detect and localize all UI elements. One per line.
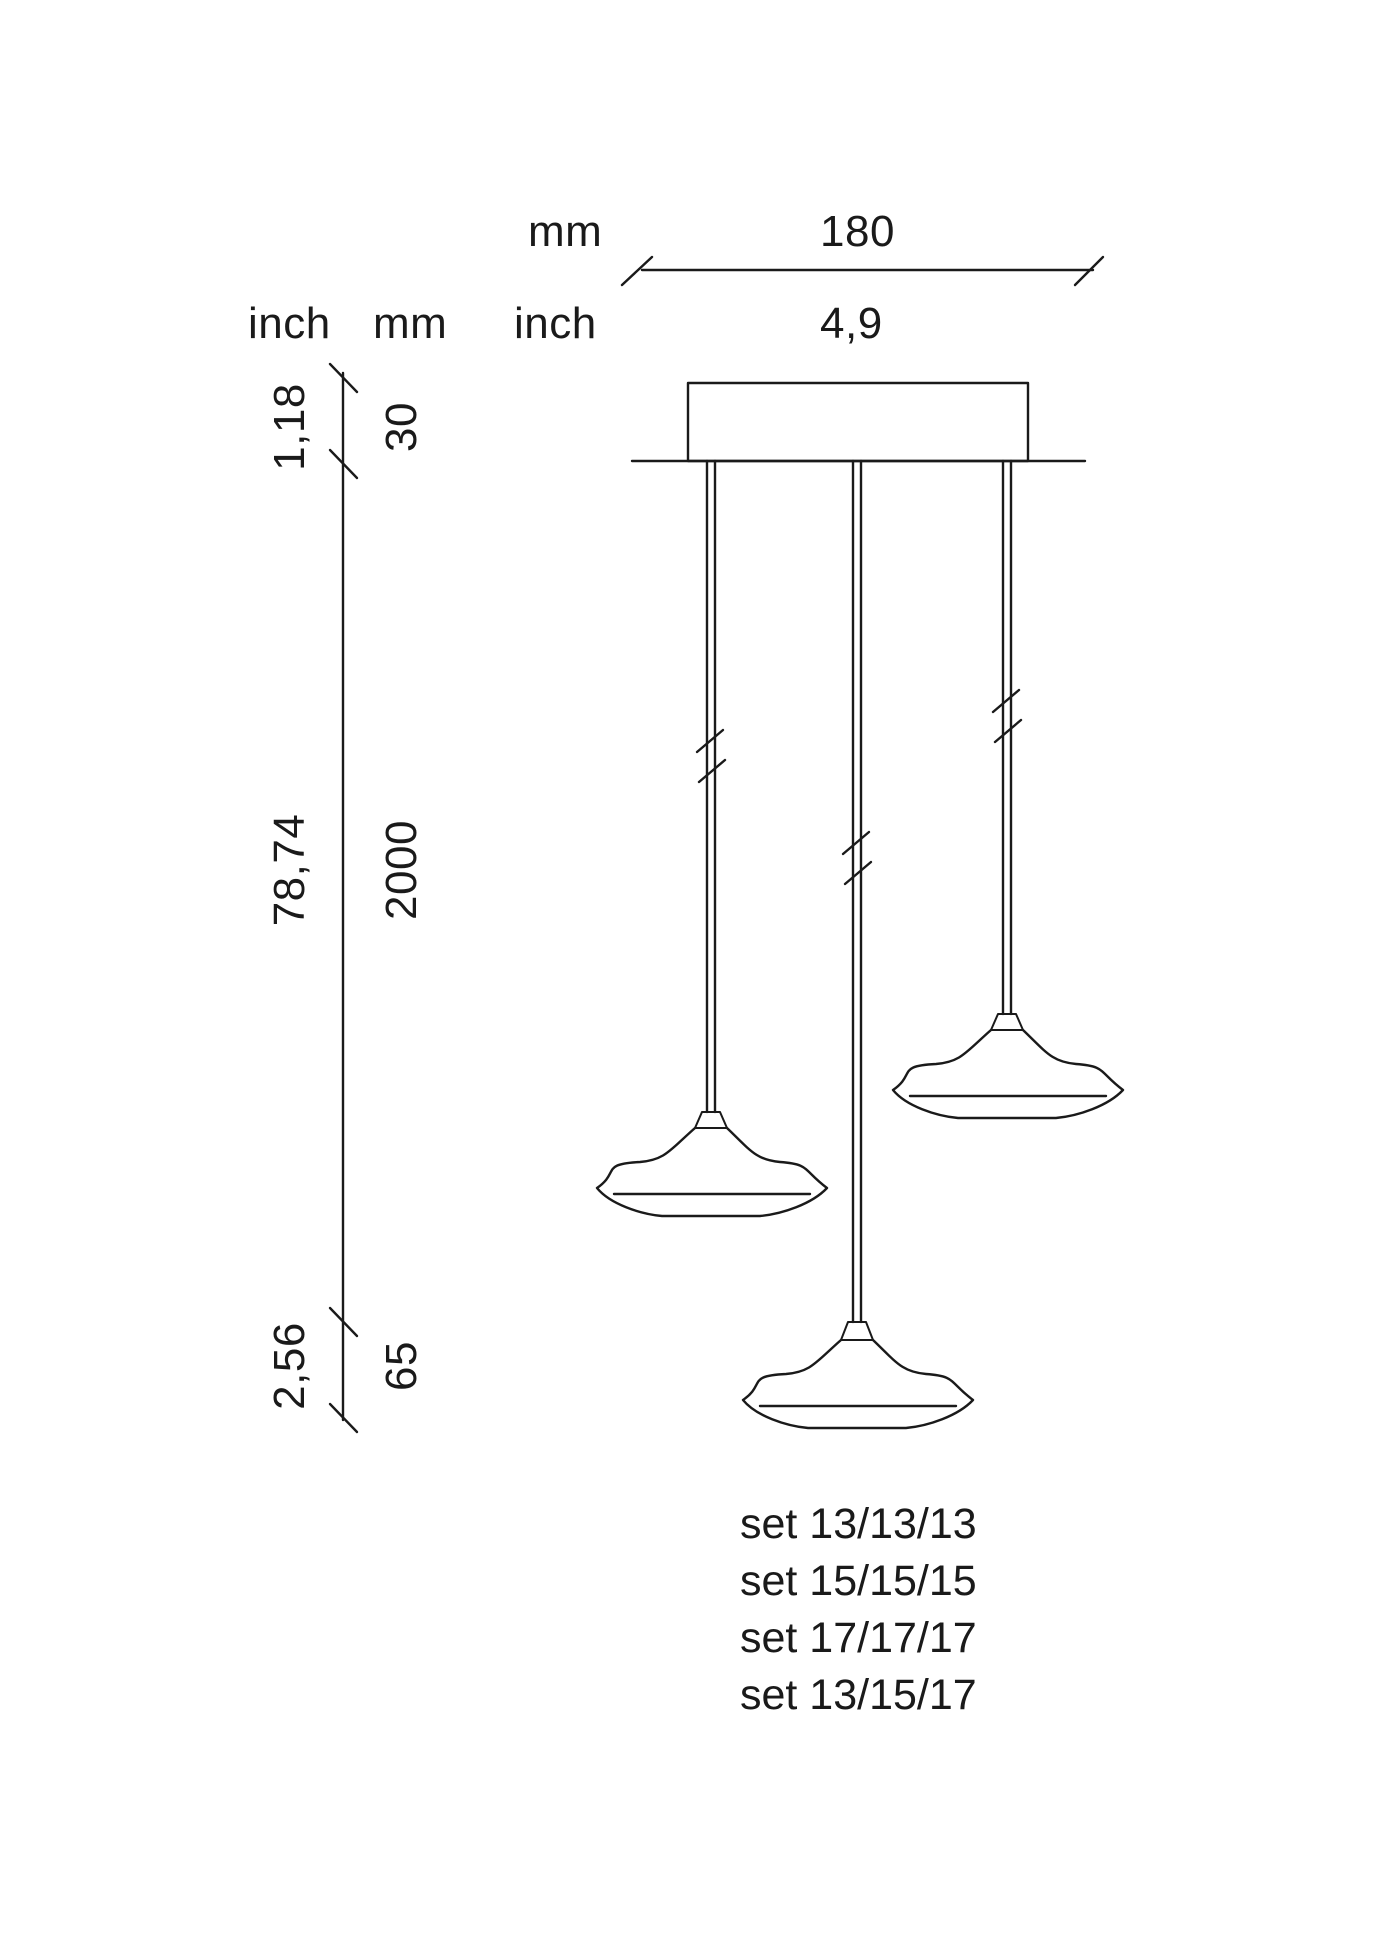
ceiling-canopy	[686, 381, 1030, 463]
width-mm-value: 180	[820, 207, 895, 256]
height-dimension-line	[328, 362, 359, 1434]
set-item: set 13/15/17	[740, 1671, 977, 1719]
cable-left	[695, 459, 727, 1114]
shade-height-inch: 2,56	[265, 1322, 314, 1410]
set-list: set 13/13/13 set 15/15/15 set 17/17/17 s…	[740, 1496, 977, 1724]
set-item: set 17/17/17	[740, 1614, 977, 1662]
shade-right	[891, 1013, 1125, 1120]
width-inch-value: 4,9	[820, 299, 883, 348]
canopy-height-inch: 1,18	[265, 383, 314, 471]
cable-length-mm: 2000	[377, 820, 426, 920]
shade-left	[595, 1111, 829, 1218]
set-item: set 13/13/13	[740, 1500, 977, 1548]
unit-mm-left-label: mm	[373, 299, 448, 348]
cable-right	[991, 459, 1023, 1016]
cable-center	[841, 459, 873, 1324]
set-item: set 15/15/15	[740, 1557, 977, 1605]
canopy-height-mm: 30	[377, 402, 426, 452]
unit-inch-left-label: inch	[248, 299, 331, 348]
unit-mm-top-label: mm	[528, 207, 603, 256]
unit-inch-mid-label: inch	[514, 299, 597, 348]
cable-length-inch: 78,74	[265, 813, 314, 927]
shade-height-mm: 65	[377, 1341, 426, 1391]
width-dimension-line	[620, 255, 1105, 287]
shade-center	[741, 1321, 975, 1430]
